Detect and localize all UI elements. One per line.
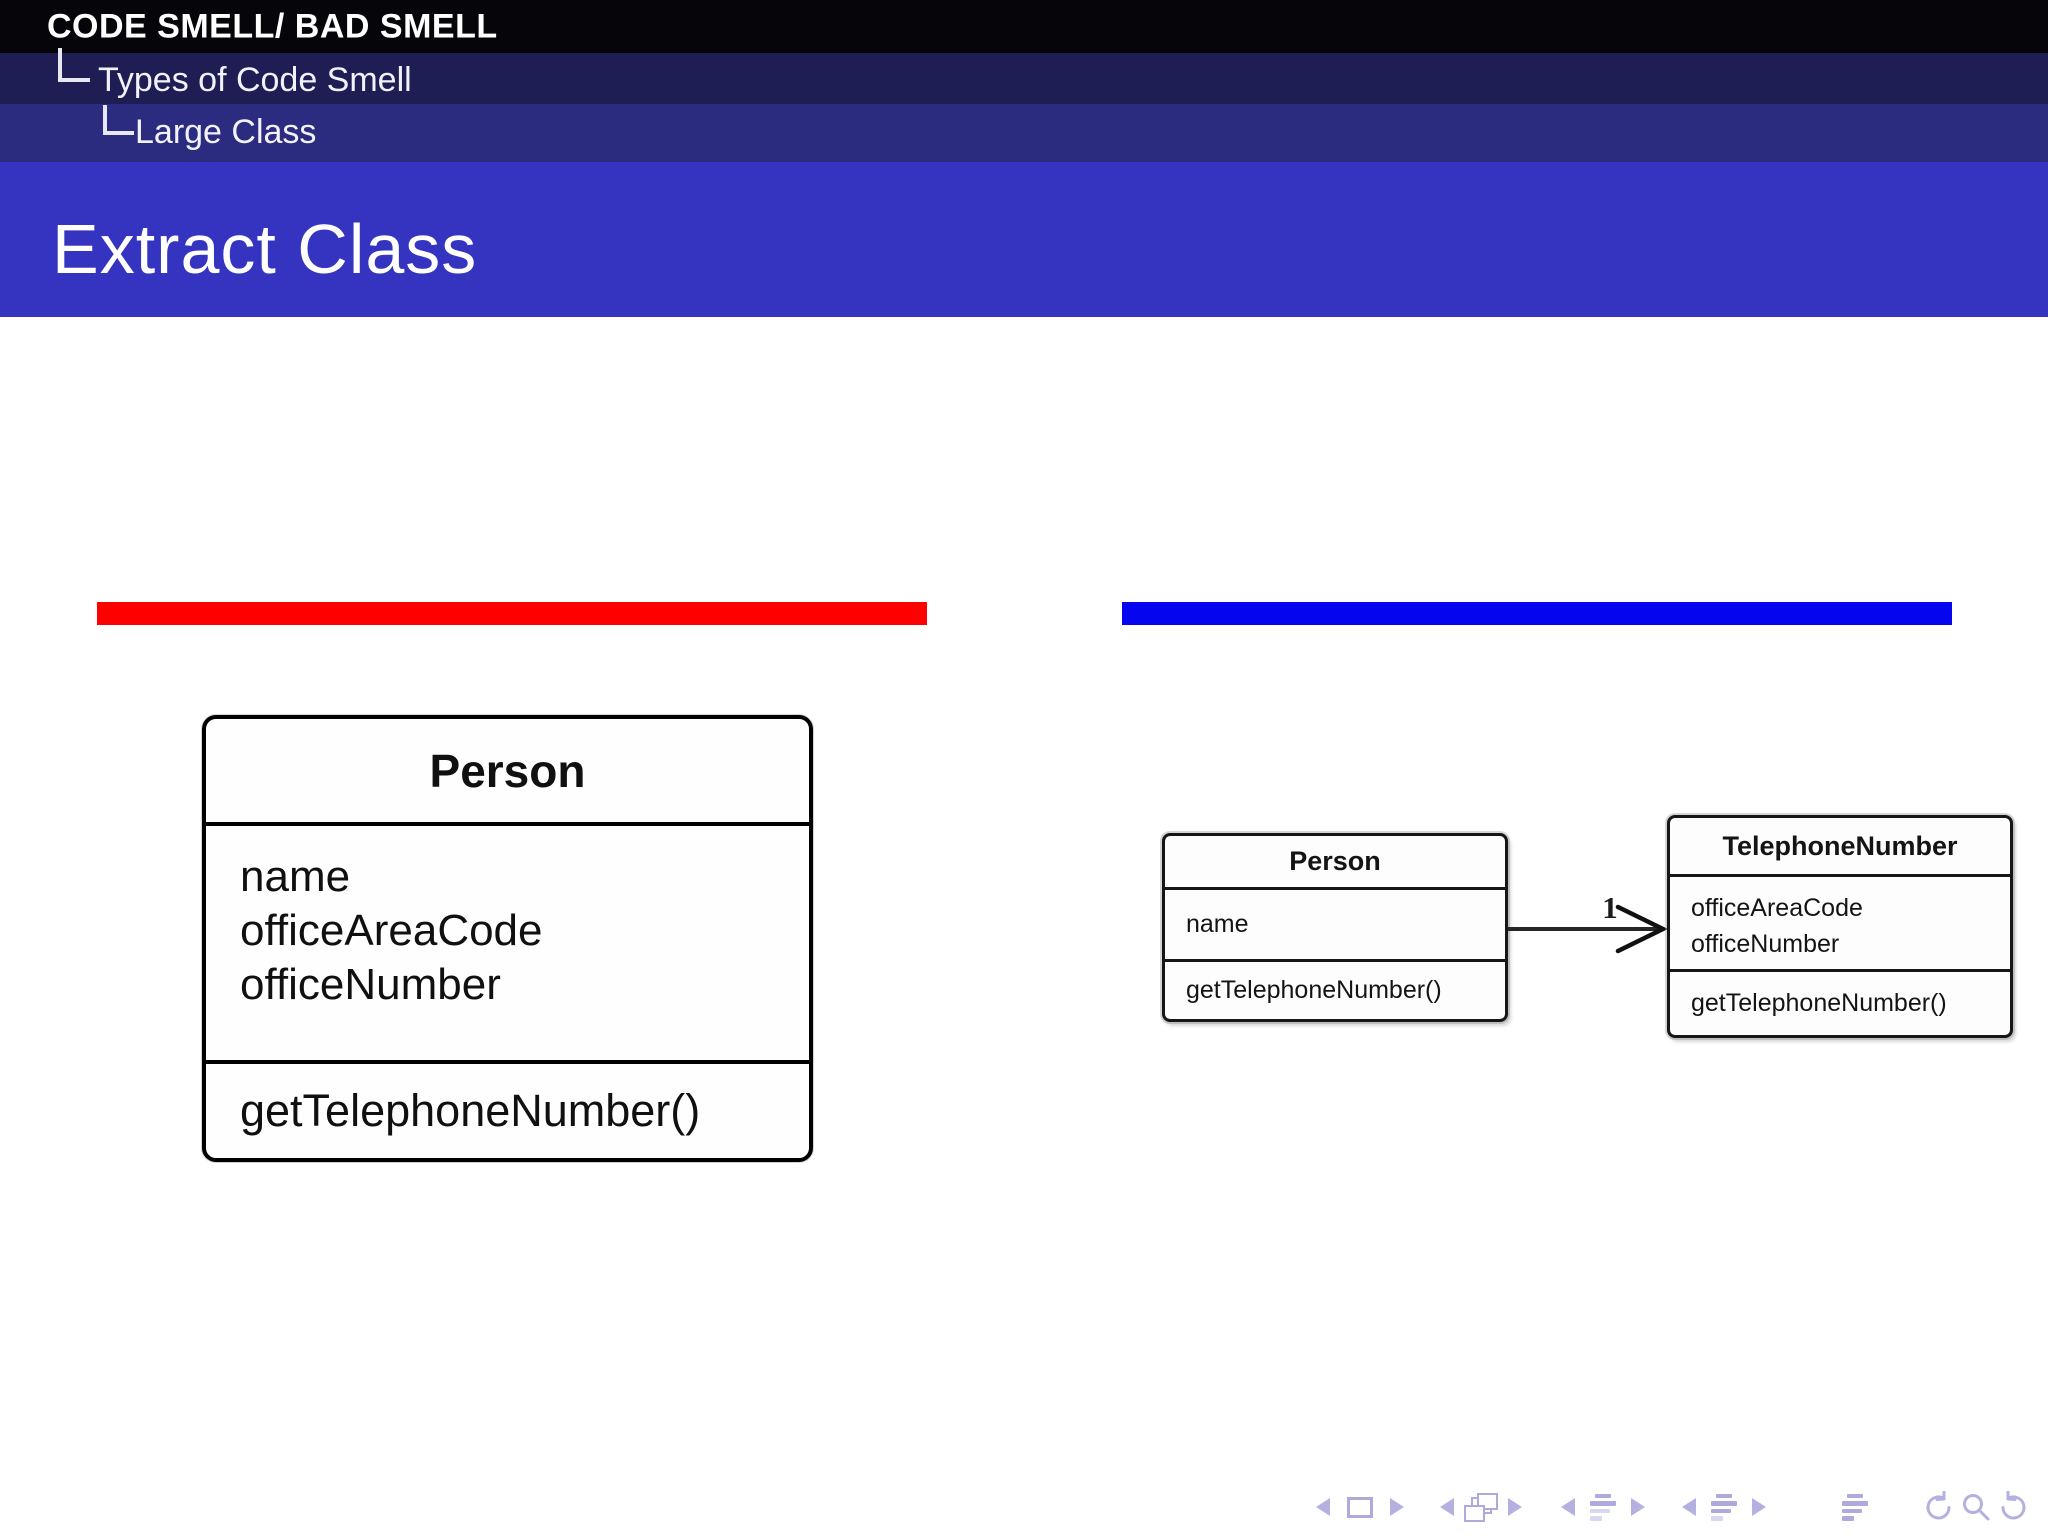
section-list-icon[interactable] (1590, 1493, 1616, 1521)
next-subsection-icon[interactable] (1752, 1498, 1766, 1516)
header-bar-presentation: CODE SMELL/ BAD SMELL (0, 0, 2048, 53)
breadcrumb-section: Types of Code Smell (98, 61, 412, 99)
after-accent-rule (1122, 602, 1952, 625)
attribute: name (240, 852, 351, 901)
header-bar-section (0, 53, 2048, 104)
method: getTelephoneNumber() (240, 1085, 701, 1136)
attribute: officeAreaCode (240, 906, 543, 955)
nav-group-appendix (1842, 1492, 1868, 1522)
search-icon[interactable] (1961, 1492, 1991, 1522)
prev-section-icon[interactable] (1561, 1498, 1575, 1516)
class-attributes: officeAreaCode officeNumber (1670, 877, 2010, 972)
nav-group-history (1920, 1491, 2032, 1523)
breadcrumb-subsection: Large Class (135, 113, 317, 151)
nav-group-section (1561, 1492, 1645, 1522)
before-accent-rule (97, 602, 927, 625)
class-methods: getTelephoneNumber() (1670, 972, 2010, 1035)
forward-icon[interactable] (1998, 1491, 2032, 1523)
prev-slide-icon[interactable] (1316, 1498, 1330, 1516)
prev-frame-icon[interactable] (1440, 1498, 1454, 1516)
nav-group-subsection (1682, 1492, 1766, 1522)
class-title: Person (206, 719, 809, 826)
tree-branch-icon (103, 105, 134, 135)
class-attributes: name (1165, 890, 1505, 962)
association-multiplicity: 1 (1602, 890, 1618, 925)
next-section-icon[interactable] (1631, 1498, 1645, 1516)
page-title: Extract Class (52, 210, 478, 288)
method: getTelephoneNumber() (1691, 989, 1947, 1017)
frame-stack-icon[interactable] (1464, 1492, 1498, 1522)
association-arrowhead-icon (1615, 904, 1668, 954)
next-slide-icon[interactable] (1390, 1498, 1404, 1516)
uml-class-person-before: Person name officeAreaCode officeNumber … (202, 715, 813, 1162)
class-methods: getTelephoneNumber() (1165, 962, 1505, 1019)
class-attributes: name officeAreaCode officeNumber (206, 826, 809, 1064)
slide-icon[interactable] (1347, 1496, 1373, 1518)
nav-group-slide (1316, 1492, 1404, 1522)
back-icon[interactable] (1920, 1491, 1954, 1523)
next-frame-icon[interactable] (1508, 1498, 1522, 1516)
frame-title-bar (0, 162, 2048, 317)
uml-class-telephonenumber: TelephoneNumber officeAreaCode officeNum… (1667, 815, 2013, 1038)
class-methods: getTelephoneNumber() (206, 1064, 809, 1158)
method: getTelephoneNumber() (1186, 976, 1442, 1004)
attribute: name (1186, 910, 1249, 938)
header-bar-subsection (0, 104, 2048, 162)
subsection-list-icon[interactable] (1711, 1493, 1737, 1521)
class-title: Person (1165, 836, 1505, 890)
association-line (1508, 927, 1660, 931)
presentation-title: CODE SMELL/ BAD SMELL (47, 7, 498, 45)
tree-branch-icon (58, 48, 90, 82)
attribute: officeNumber (1691, 930, 1840, 958)
uml-class-person-after: Person name getTelephoneNumber() (1162, 833, 1508, 1022)
attribute: officeAreaCode (1691, 894, 1863, 922)
class-title: TelephoneNumber (1670, 818, 2010, 877)
appendix-icon[interactable] (1842, 1493, 1868, 1521)
nav-group-frame (1440, 1492, 1522, 1522)
prev-subsection-icon[interactable] (1682, 1498, 1696, 1516)
attribute: officeNumber (240, 960, 501, 1009)
